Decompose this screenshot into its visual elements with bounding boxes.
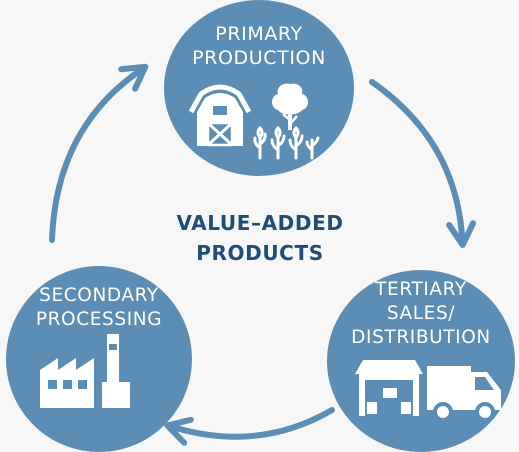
node-primary-label-line1: PRIMARY	[215, 23, 303, 45]
node-secondary-label: SECONDARY PROCESSING	[6, 284, 192, 332]
node-primary-label: PRIMARY PRODUCTION	[164, 22, 354, 70]
arrow-tertiary-to-secondary	[164, 407, 335, 446]
node-tertiary-label-line1: TERTIARY	[375, 279, 467, 300]
warehouse-icon	[355, 360, 423, 416]
node-tertiary-label-line2: SALES/	[386, 303, 456, 324]
node-tertiary-label-line3: DISTRIBUTION	[351, 327, 491, 348]
node-primary-label-line2: PRODUCTION	[192, 47, 326, 69]
crops-icon	[253, 125, 320, 160]
node-tertiary-label: TERTIARY SALES/ DISTRIBUTION	[327, 278, 515, 350]
node-secondary-label-line2: PROCESSING	[35, 309, 163, 330]
tree-icon	[272, 83, 308, 130]
arrow-primary-to-tertiary	[369, 79, 477, 248]
truck-icon	[427, 366, 501, 422]
node-secondary-processing: SECONDARY PROCESSING	[6, 266, 192, 452]
node-tertiary-sales-distribution: TERTIARY SALES/ DISTRIBUTION	[327, 270, 515, 452]
barn-icon	[188, 84, 252, 147]
center-title-line2: PRODUCTS	[196, 241, 324, 265]
node-primary-production: PRIMARY PRODUCTION	[164, 0, 354, 176]
center-title-line1: VALUE–ADDED	[176, 211, 344, 235]
center-title: VALUE–ADDED PRODUCTS	[160, 208, 360, 268]
factory-icon	[40, 334, 130, 408]
node-secondary-label-line1: SECONDARY	[39, 285, 159, 306]
arrow-secondary-to-primary	[49, 63, 149, 243]
